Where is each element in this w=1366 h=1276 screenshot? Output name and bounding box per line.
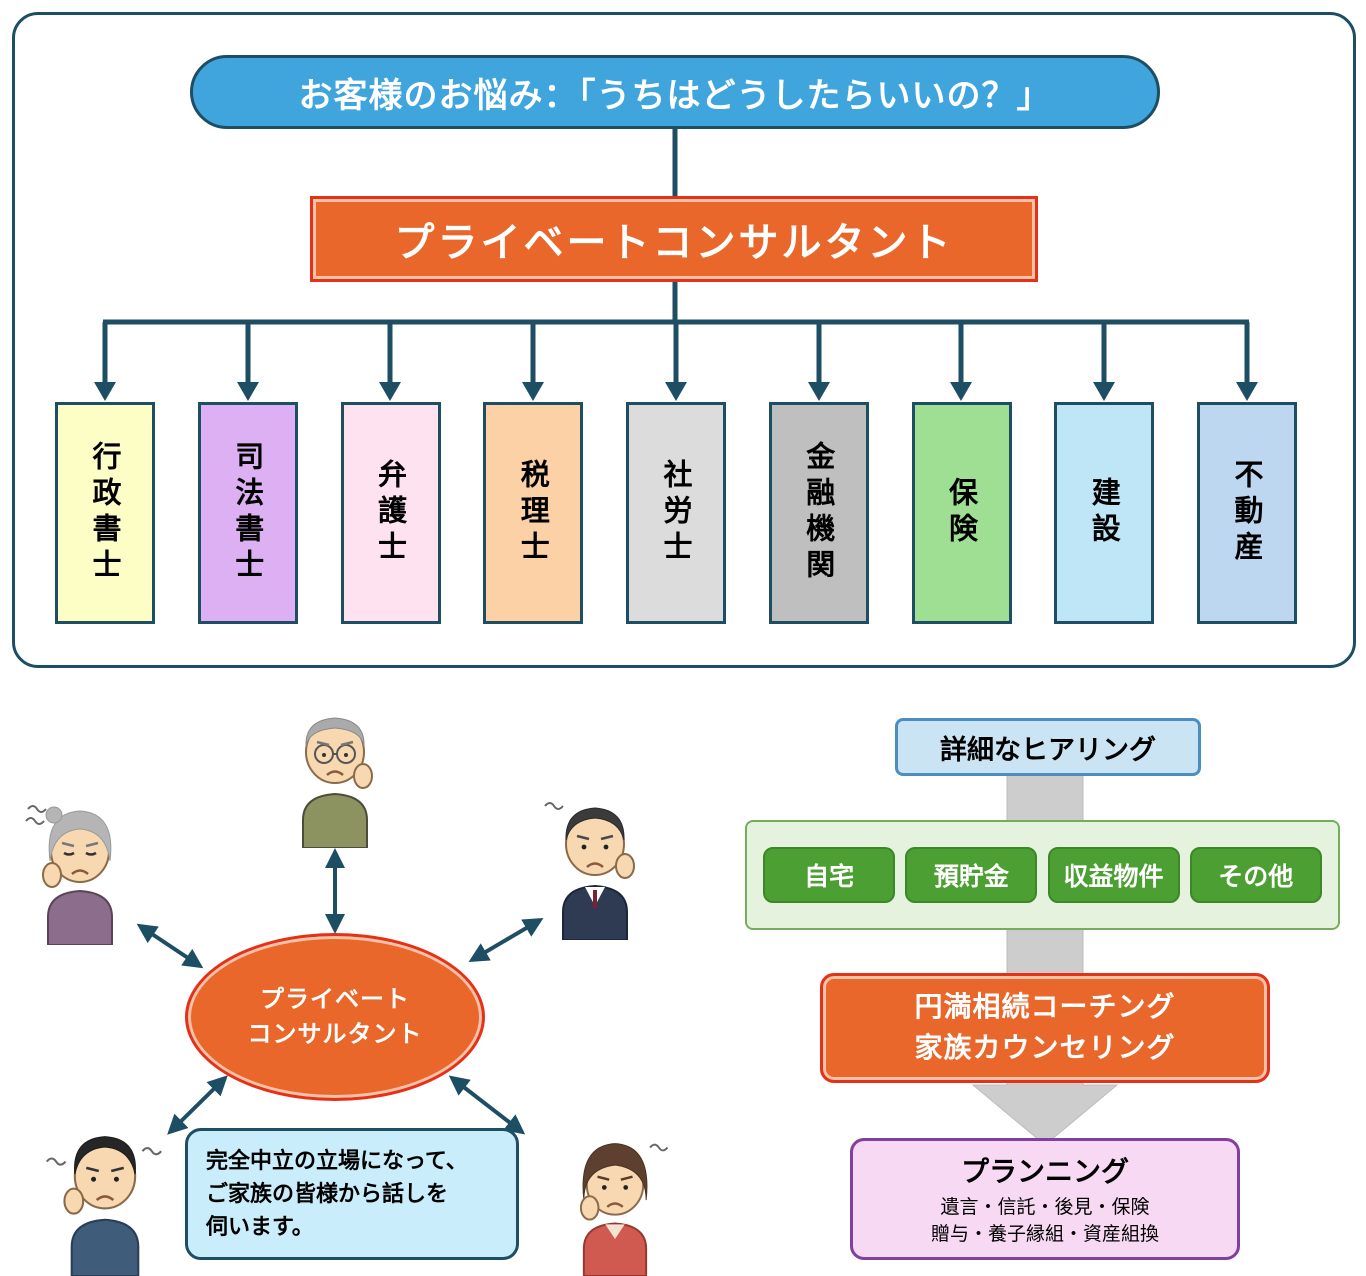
- specialist-box: 不動産: [1197, 402, 1297, 624]
- specialist-box: 税理士: [483, 402, 584, 624]
- specialist-box: 行政書士: [55, 402, 155, 624]
- specialist-label: 弁護士: [373, 459, 408, 567]
- private-consultant-box: プライベートコンサルタント: [310, 196, 1038, 282]
- specialist-label: 税理士: [516, 459, 551, 567]
- note-line: 伺います。: [206, 1214, 314, 1240]
- hearing-step-box: 詳細なヒアリング: [895, 718, 1201, 776]
- specialist-label: 金融機関: [801, 441, 836, 585]
- specialist-box: 保険: [911, 402, 1012, 624]
- note-line: 完全中立の立場になって、: [206, 1148, 468, 1174]
- coaching-step-box: 円満相続コーチング 家族カウンセリング: [820, 973, 1270, 1083]
- specialist-box: 弁護士: [340, 402, 441, 624]
- private-consultant-label: プライベートコンサルタント: [394, 220, 954, 266]
- elderly-woman-illustration: [25, 805, 113, 945]
- asset-button: 預貯金: [905, 847, 1038, 903]
- specialist-label: 建設: [1087, 477, 1122, 549]
- coaching-line1: 円満相続コーチング: [914, 990, 1176, 1024]
- hearing-step-label: 詳細なヒアリング: [940, 734, 1156, 766]
- specialist-label: 不動産: [1230, 459, 1264, 567]
- coaching-line2: 家族カウンセリング: [914, 1031, 1176, 1064]
- asset-button: 自宅: [763, 847, 896, 903]
- planning-line: 遺言・信託・後見・保険: [940, 1196, 1150, 1219]
- asset-button: その他: [1189, 847, 1322, 903]
- asset-button: 収益物件: [1047, 847, 1180, 903]
- elderly-man-illustration: [302, 717, 373, 848]
- businessman-illustration: [544, 802, 635, 940]
- hub-label-line2: コンサルタント: [247, 1020, 423, 1048]
- middle-aged-woman-illustration: [579, 1143, 669, 1276]
- specialist-label: 保険: [944, 477, 979, 549]
- note-line: ご家族の皆様から話しを: [206, 1181, 449, 1207]
- hub-label-line1: プライベート: [260, 985, 410, 1014]
- specialist-box: 司法書士: [197, 402, 298, 624]
- asset-panel: 自宅預貯金収益物件その他: [745, 820, 1340, 930]
- specialist-box: 金融機関: [768, 402, 869, 624]
- specialist-row: 行政書士 司法書士 弁護士 税理士 社労士 金融機関 保険 建設 不動産: [55, 402, 1297, 624]
- planning-title: プランニング: [960, 1155, 1129, 1189]
- specialist-label: 司法書士: [230, 441, 265, 585]
- planning-line: 贈与・養子縁組・資産組換: [930, 1223, 1159, 1245]
- young-man-illustration: [45, 1136, 162, 1276]
- neutral-stance-note: 完全中立の立場になって、 ご家族の皆様から話しを 伺います。: [185, 1128, 519, 1260]
- specialist-box: 社労士: [626, 402, 726, 624]
- customer-concern-text: お客様のお悩み：「うちはどうしたらいいの？」: [298, 75, 1052, 116]
- planning-step-box: プランニング 遺言・信託・後見・保険 贈与・養子縁組・資産組換: [850, 1138, 1240, 1260]
- specialist-label: 行政書士: [88, 441, 122, 585]
- customer-concern-banner: お客様のお悩み：「うちはどうしたらいいの？」: [190, 55, 1160, 129]
- specialist-label: 社労士: [659, 459, 693, 567]
- specialist-box: 建設: [1054, 402, 1155, 624]
- private-consultant-hub: プライベート コンサルタント: [185, 933, 485, 1101]
